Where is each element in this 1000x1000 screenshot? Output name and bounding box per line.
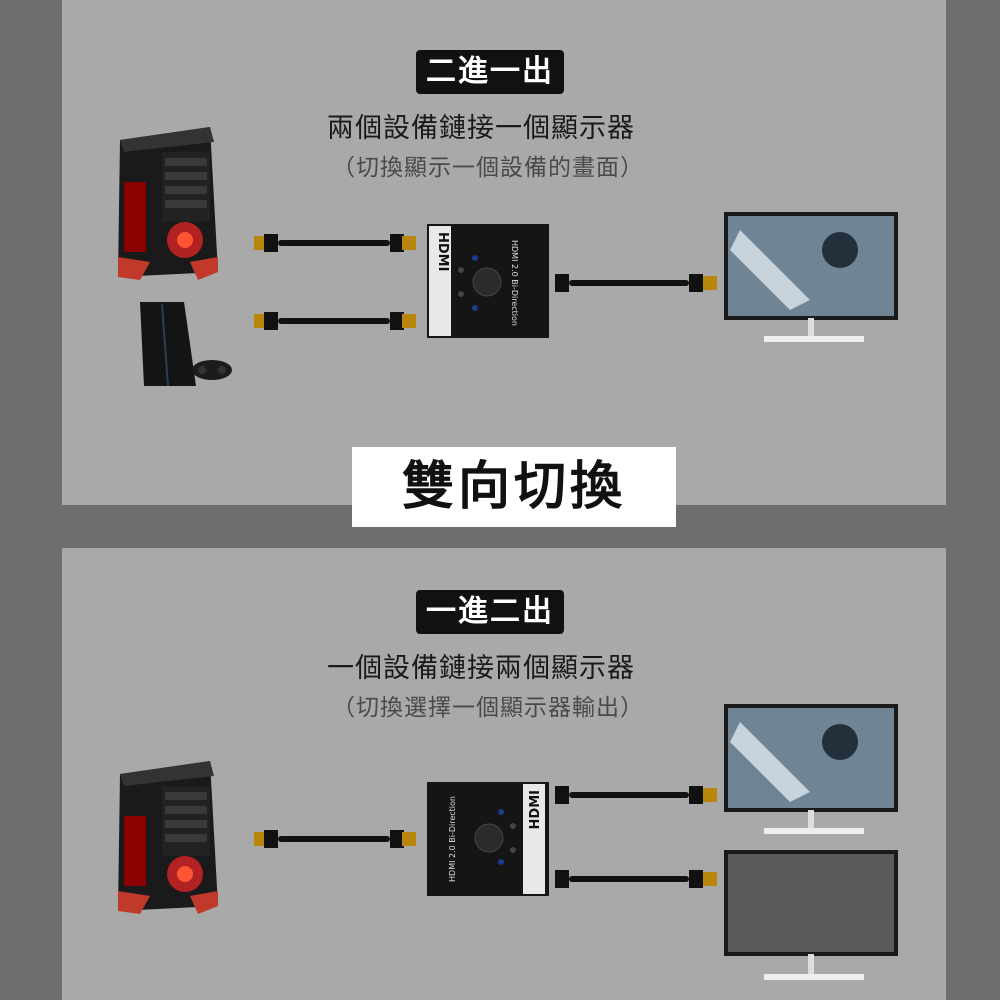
note-top: （切換顯示一個設備的畫面） (332, 155, 644, 181)
mode-label-bottom: 一進二出 (416, 590, 564, 634)
switch-brand-bottom: HDMI (528, 790, 543, 830)
game-console-icon (140, 302, 232, 387)
monitor-icon (724, 212, 898, 342)
hdmi-cable-outputs (555, 786, 717, 888)
description-top: 兩個設備鏈接一個顯示器 (327, 113, 635, 144)
hdmi-cable-output (555, 274, 717, 292)
hdmi-switch-top (427, 224, 549, 338)
monitor-off-icon (724, 850, 898, 980)
pc-tower-icon (118, 761, 218, 914)
pc-tower-icon (118, 127, 218, 280)
switch-model-bottom: HDMI 2.0 Bi-Direction (448, 796, 457, 882)
bi-direction-banner: 雙向切換 (352, 447, 676, 527)
note-bottom: （切換選擇一個顯示器輸出） (332, 695, 644, 721)
hdmi-switch-bottom (427, 782, 549, 896)
monitor-on-icon (724, 704, 898, 834)
description-bottom: 一個設備鏈接兩個顯示器 (327, 653, 635, 684)
mode-label-top: 二進一出 (416, 50, 564, 94)
switch-brand-top: HDMI (435, 232, 450, 272)
hdmi-cable-input-1 (254, 234, 416, 330)
hdmi-cable-input (254, 830, 416, 848)
switch-model-top: HDMI 2.0 Bi-Direction (510, 240, 519, 326)
